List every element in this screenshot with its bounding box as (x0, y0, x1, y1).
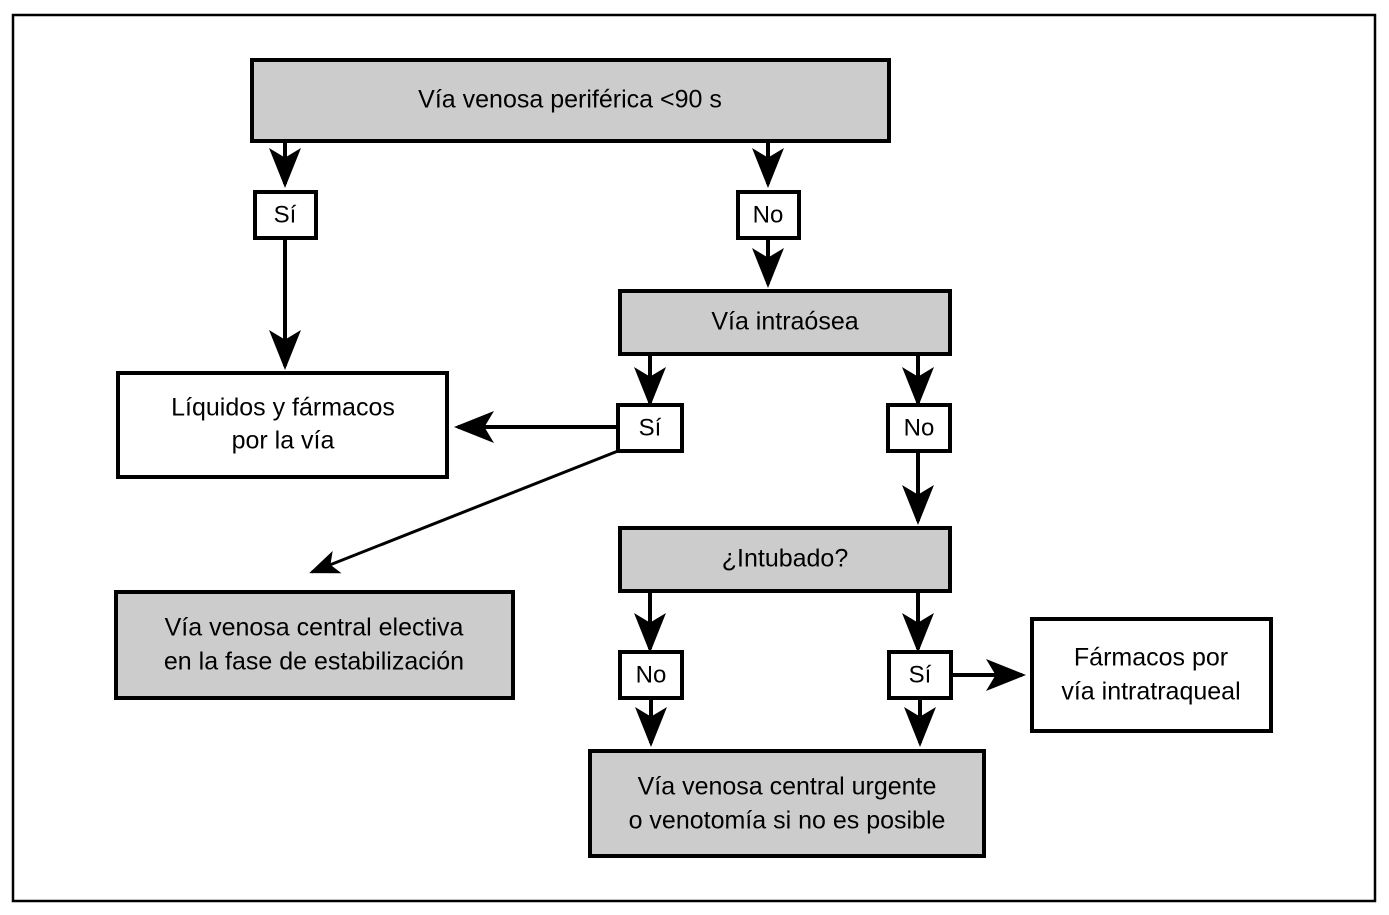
node-intubated-label: ¿Intubado? (722, 545, 849, 573)
node-intratracheal-drugs-box (1030, 617, 1273, 733)
node-fluids-drugs-label-line1: Líquidos y fármacos (171, 394, 395, 422)
node-urgent-central-label-line1: Vía venosa central urgente (638, 773, 937, 801)
node-elective-central-label-line2: en la fase de estabilización (164, 648, 464, 676)
label-peripheral-yes-text: Sí (274, 201, 297, 228)
node-intraosseous-label: Vía intraósea (711, 308, 858, 336)
node-intratracheal-drugs-label-line2: vía intratraqueal (1061, 678, 1240, 706)
node-urgent-central-box (588, 749, 986, 858)
label-intraosseous-yes-box (616, 403, 684, 453)
node-elective-central-box (114, 590, 515, 700)
label-intraosseous-yes-text: Sí (639, 414, 662, 441)
label-intubated-yes-text: Sí (909, 661, 932, 688)
node-peripheral-line-box (250, 58, 891, 143)
node-urgent-central-label-line2: o venotomía si no es posible (629, 807, 946, 835)
node-intratracheal-drugs-label-line1: Fármacos por (1074, 644, 1228, 672)
node-peripheral-line-label: Vía venosa periférica <90 s (418, 86, 722, 114)
node-intraosseous-box (618, 289, 952, 356)
label-intubated-no-text: No (636, 661, 667, 688)
node-fluids-drugs-label-line2: por la vía (232, 427, 335, 455)
edge-intraosseous-yes-to-elective-central (309, 449, 619, 574)
node-elective-central-label-line1: Vía venosa central electiva (165, 614, 464, 642)
diagram-border (11, 13, 1377, 903)
label-intraosseous-no-box (886, 403, 952, 453)
node-intubated-box (618, 526, 952, 593)
label-peripheral-no-text: No (753, 201, 784, 228)
label-intraosseous-no-text: No (904, 414, 935, 441)
node-fluids-drugs-box (116, 371, 449, 479)
